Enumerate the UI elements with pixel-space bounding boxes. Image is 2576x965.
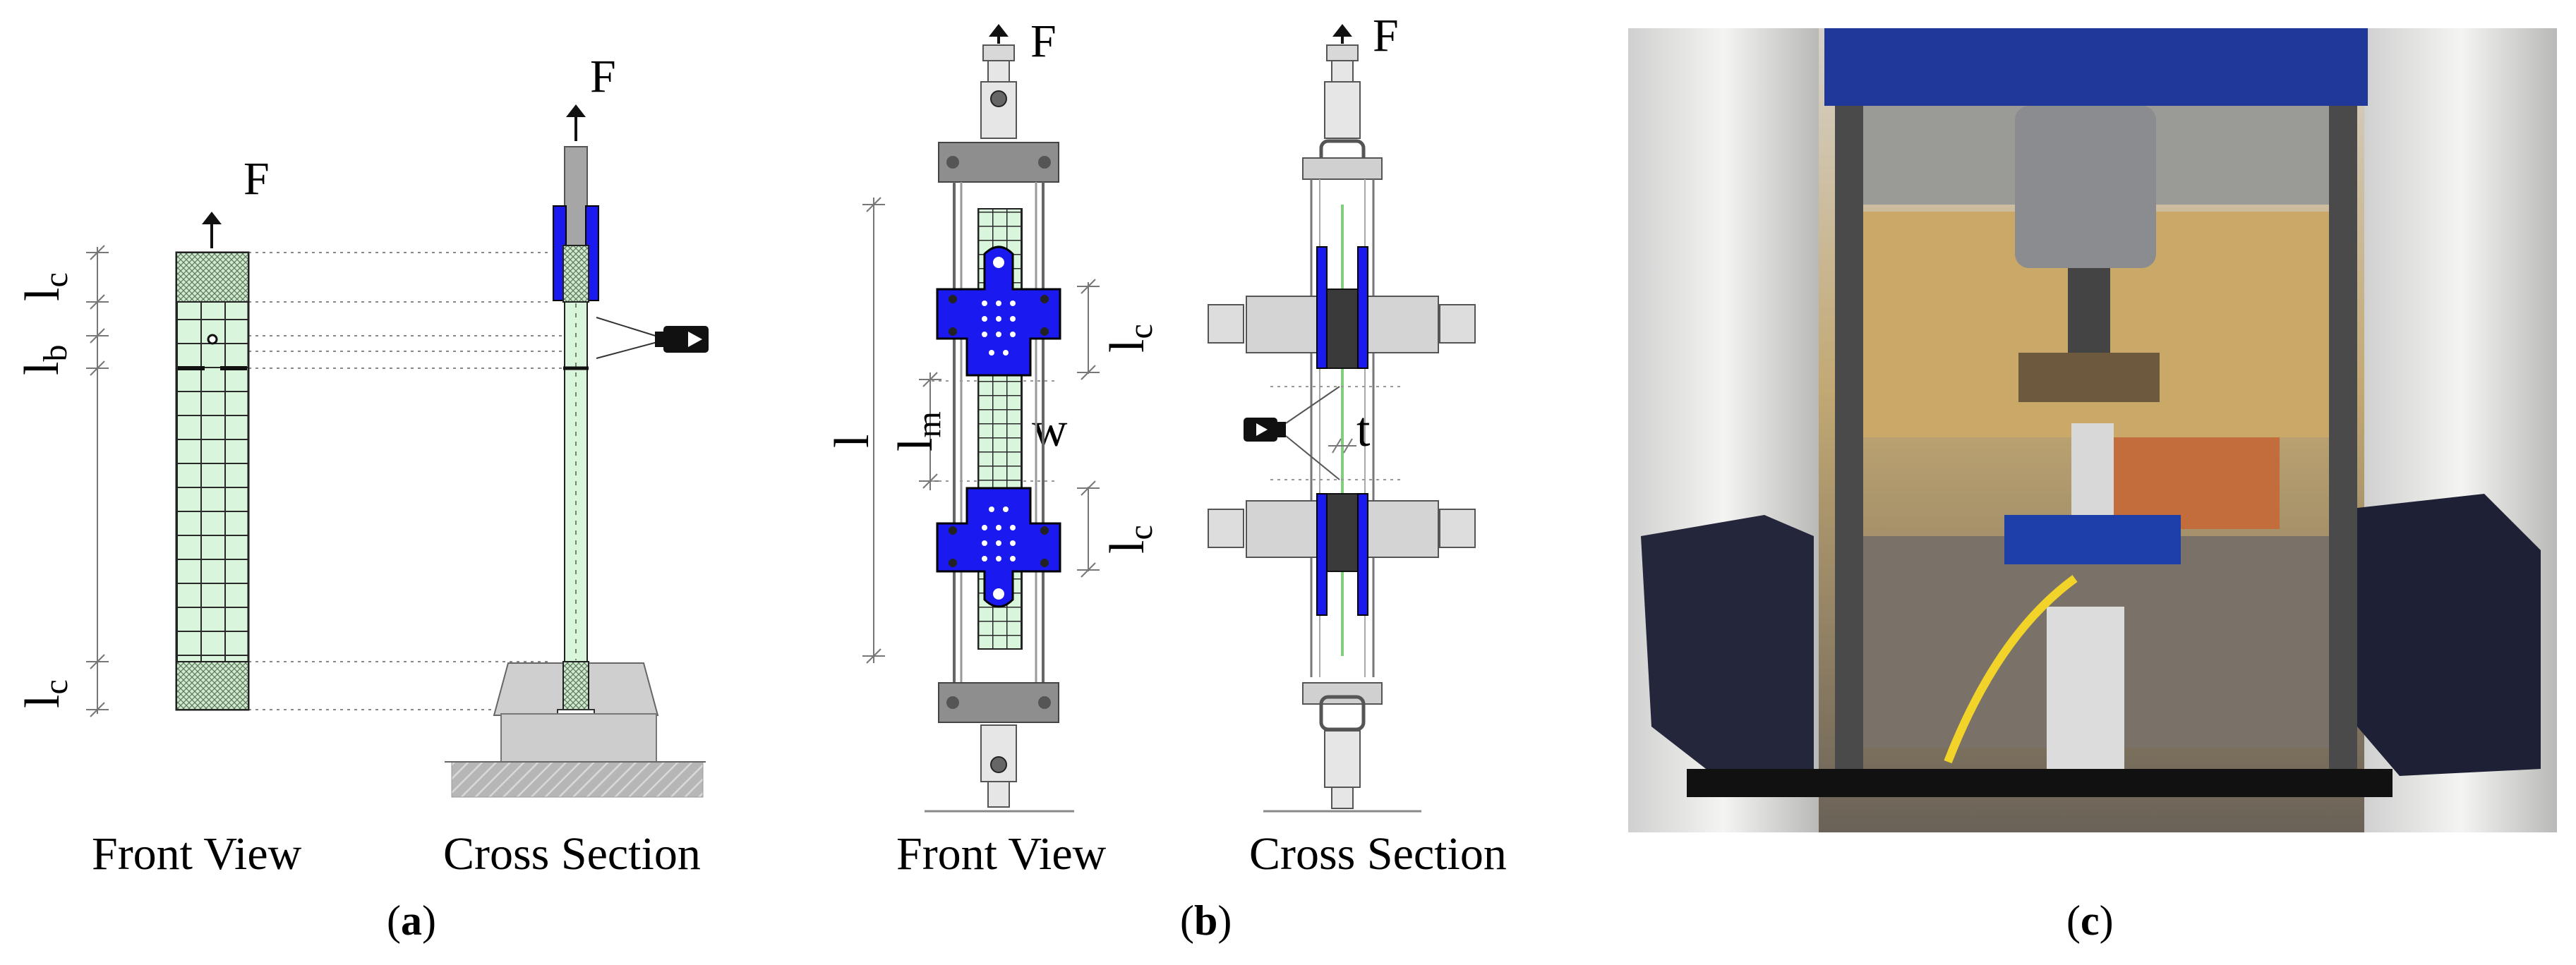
dim-label-w-b: w [1032, 403, 1068, 457]
force-arrow-cross-b [1332, 24, 1352, 44]
front-view-specimen [175, 251, 250, 711]
force-arrow-front-a [202, 212, 222, 248]
dimension-l-b [862, 197, 1100, 664]
panel-label-a: (a) [387, 897, 436, 944]
dim-label-lm-b: lm [889, 411, 948, 451]
caption-front-view-b: Front View [896, 828, 1107, 880]
dim-label-l-b: l [825, 435, 879, 448]
projection-lines [248, 252, 586, 710]
force-label-front-b: F [1030, 16, 1057, 67]
camera-icon [596, 317, 709, 359]
dim-label-lc-bottom: lc [16, 679, 75, 708]
dimension-chain-a [86, 245, 109, 717]
force-label-cross-b: F [1373, 10, 1399, 61]
panel-b: l lm lc lc w [825, 10, 1507, 944]
dim-label-t-b: t [1356, 403, 1371, 457]
camera-icon [1244, 386, 1340, 480]
panel-label-c: (c) [2066, 897, 2114, 944]
panel-c-photo [1628, 28, 2557, 832]
force-arrow-cross-a [566, 104, 586, 141]
panel-a: lc lb lc F [15, 51, 709, 944]
force-arrow-front-b [989, 24, 1009, 44]
dim-label-lc-top: lc [16, 272, 75, 301]
dim-label-lb: lb [15, 345, 74, 375]
force-label-cross-a: F [590, 51, 616, 102]
cross-section-rig-b [1208, 44, 1476, 813]
cross-section-a [445, 146, 706, 798]
dim-label-lc-lower-b: lc [1100, 525, 1160, 554]
caption-cross-section-a: Cross Section [443, 828, 701, 880]
caption-cross-section-b: Cross Section [1249, 828, 1507, 880]
front-view-rig-b [925, 44, 1074, 813]
force-label-front-a: F [243, 153, 270, 205]
caption-front-view-a: Front View [92, 828, 302, 880]
dim-label-lc-upper-b: lc [1100, 324, 1160, 353]
panel-label-b: (b) [1180, 897, 1232, 944]
